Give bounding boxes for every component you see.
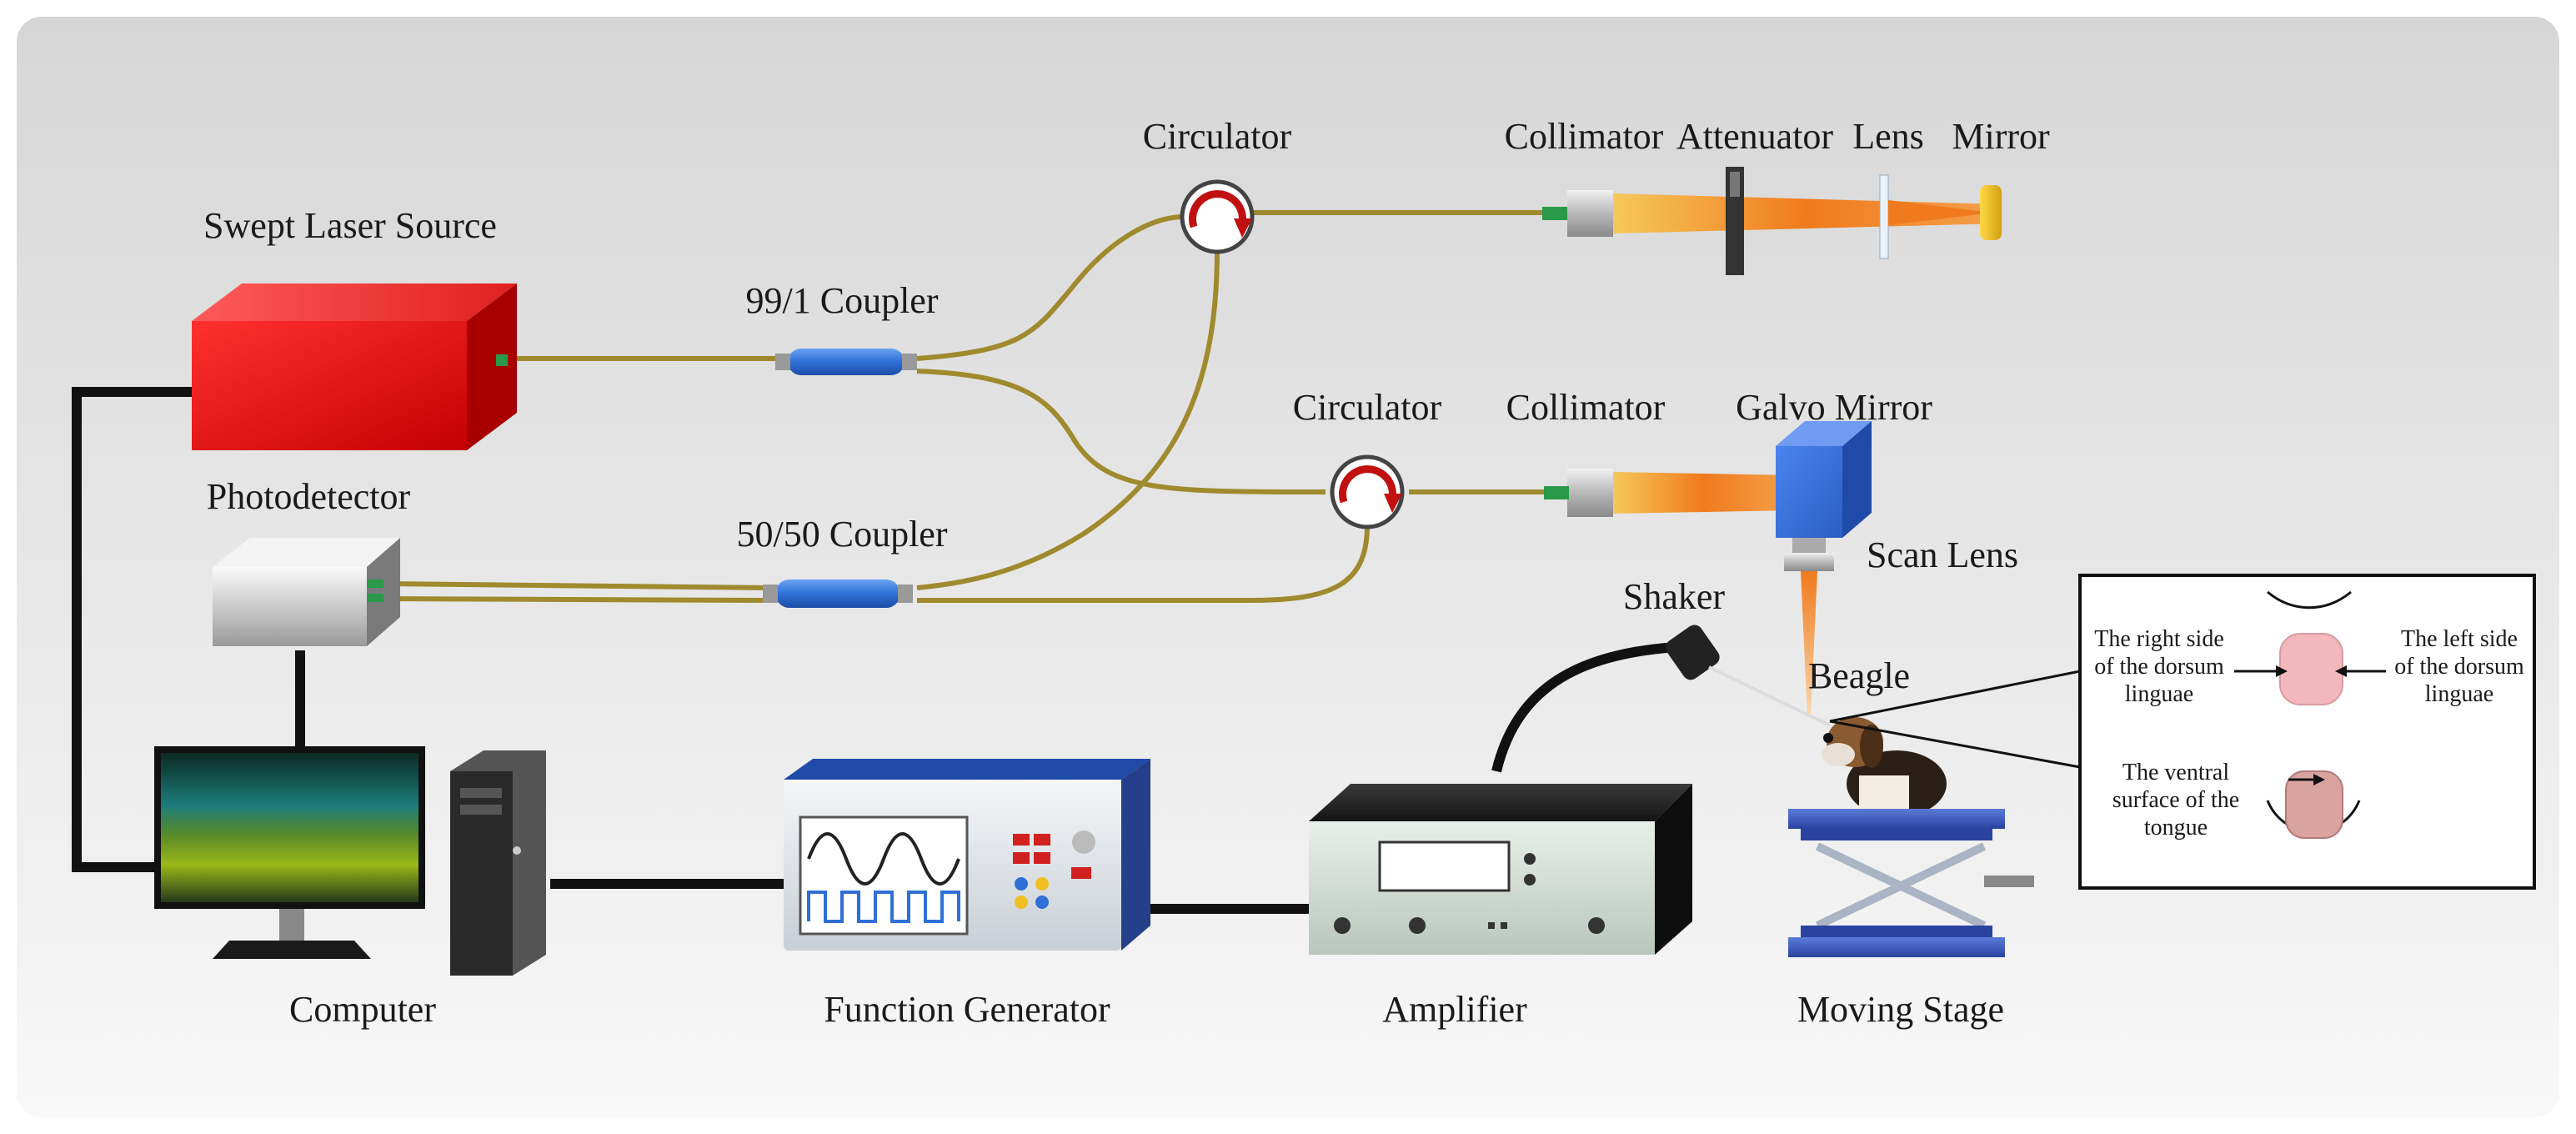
reference-arm [1542,167,2002,275]
label-moving-stage: Moving Stage [1797,989,2004,1030]
label-galvo-mirror: Galvo Mirror [1736,387,1932,428]
label-amplifier: Amplifier [1382,989,1527,1030]
label-coupler-99-1: 99/1 Coupler [746,280,939,321]
inset-left-side-line1: The left side [2401,626,2518,652]
label-computer: Computer [289,989,436,1030]
label-circulator-mid: Circulator [1293,387,1442,428]
electrical-cables [72,387,1693,914]
computer [154,746,546,976]
optical-fibers [383,210,1551,603]
moving-stage [1788,809,2034,957]
tongue-inset [1829,574,2536,890]
label-lens: Lens [1852,116,1924,157]
function-generator [784,759,1150,951]
label-swept-laser-source: Swept Laser Source [203,205,497,246]
label-coupler-50-50: 50/50 Coupler [737,514,948,554]
circulator-mid-icon [1330,454,1405,529]
label-function-generator: Function Generator [824,989,1110,1030]
amplifier [1309,784,1692,955]
shaker [1665,625,1831,727]
label-collimator-mid: Collimator [1506,387,1666,428]
coupler-99-1 [775,349,917,375]
label-circulator-top: Circulator [1143,116,1292,157]
photodetector [213,538,400,646]
label-photodetector: Photodetector [207,476,411,517]
swept-laser-source [192,284,517,450]
label-collimator-top: Collimator [1505,116,1664,157]
inset-right-side-line2: of the dorsum [2094,654,2224,680]
labels: Swept Laser Source 99/1 Coupler Circulat… [203,116,2524,1030]
circulator-top-icon [1180,179,1255,254]
label-scan-lens: Scan Lens [1867,534,2018,575]
coupler-50-50 [763,580,913,608]
inset-right-side-line3: linguae [2125,681,2193,707]
sample-arm [1544,421,1872,717]
label-attenuator: Attenuator [1676,116,1834,157]
background-panel [17,17,2559,1117]
inset-left-side-line2: of the dorsum [2394,654,2524,680]
inset-right-side-line1: The right side [2094,626,2224,652]
inset-ventral-line1: The ventral [2122,760,2229,785]
inset-left-side-line3: linguae [2425,681,2493,707]
label-beagle: Beagle [1808,655,1910,696]
label-shaker: Shaker [1623,576,1726,617]
inset-ventral-line3: tongue [2144,815,2208,840]
label-mirror: Mirror [1952,116,2050,157]
inset-ventral-line2: surface of the [2112,787,2239,813]
